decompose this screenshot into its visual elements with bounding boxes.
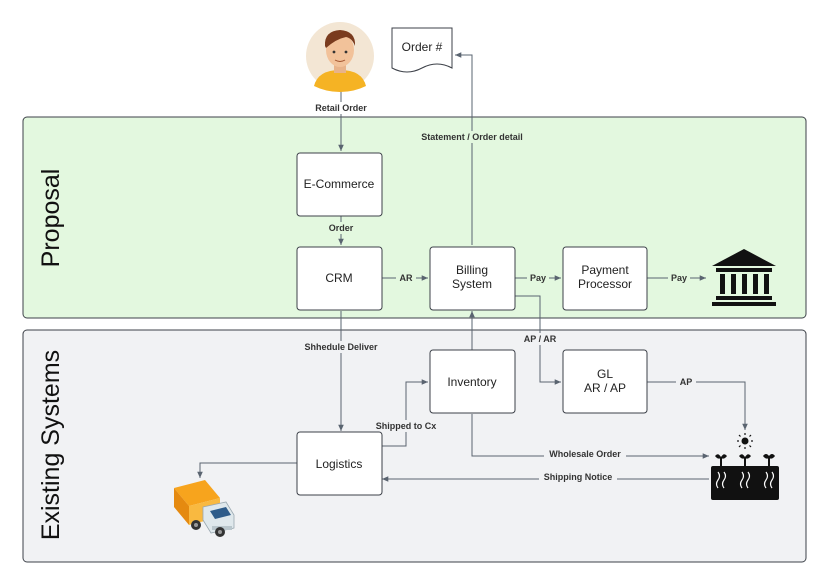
svg-text:Logistics: Logistics: [316, 457, 363, 471]
farm-supplier-icon: [711, 433, 779, 500]
svg-text:Retail Order: Retail Order: [315, 103, 367, 113]
svg-text:Pay: Pay: [671, 273, 687, 283]
svg-text:Shipping Notice: Shipping Notice: [544, 472, 613, 482]
document-icon[interactable]: Order #: [391, 27, 453, 73]
svg-text:Billing: Billing: [456, 263, 488, 277]
node-crm[interactable]: CRM: [296, 246, 383, 311]
edge-logistics-truck: [197, 462, 297, 478]
svg-text:Pay: Pay: [530, 273, 546, 283]
edge-label-pay-processor: Pay: [527, 272, 549, 284]
svg-text:Payment: Payment: [581, 263, 629, 277]
edge-statement: [455, 52, 473, 245]
svg-text:AR: AR: [400, 273, 413, 283]
edge-label-statement: Statement / Order detail: [415, 131, 529, 143]
node-inventory[interactable]: Inventory: [429, 349, 516, 414]
proposal-region: [22, 116, 807, 319]
node-payment-processor[interactable]: Payment Processor: [562, 246, 648, 311]
svg-text:Order #: Order #: [402, 40, 443, 54]
edge-label-ap-ar: AP / AR: [520, 333, 560, 345]
edge-label-retail-order: Retail Order: [307, 102, 375, 114]
svg-text:Order: Order: [329, 223, 354, 233]
svg-text:Statement / Order detail: Statement / Order detail: [421, 132, 523, 142]
edge-label-pay-bank: Pay: [668, 272, 690, 284]
svg-text:System: System: [452, 277, 492, 291]
edge-label-ar: AR: [396, 272, 416, 284]
edge-label-order: Order: [325, 222, 357, 234]
existing-systems-region-label: Existing Systems: [37, 350, 65, 540]
svg-text:Wholesale Order: Wholesale Order: [549, 449, 621, 459]
existing-systems-region: [22, 329, 807, 563]
svg-text:Processor: Processor: [578, 277, 632, 291]
svg-text:CRM: CRM: [325, 271, 352, 285]
edge-wholesale-order: [471, 414, 709, 459]
edge-label-ap: AP: [676, 376, 696, 388]
node-logistics[interactable]: Logistics: [296, 431, 383, 496]
svg-text:AP: AP: [680, 377, 693, 387]
edge-label-shipping-notice: Shipping Notice: [539, 471, 617, 483]
node-billing-system[interactable]: Billing System: [429, 246, 516, 311]
svg-text:AP / AR: AP / AR: [524, 334, 557, 344]
node-gl[interactable]: GL AR / AP: [562, 349, 648, 414]
edge-shipped-to-cx: [382, 379, 428, 447]
bank-icon: [712, 249, 776, 306]
proposal-region-label: Proposal: [37, 169, 65, 268]
svg-text:GL: GL: [597, 367, 613, 381]
svg-text:Shhedule Deliver: Shhedule Deliver: [304, 342, 378, 352]
edge-label-wholesale-order: Wholesale Order: [544, 448, 626, 460]
edge-label-schedule-deliver: Shhedule Deliver: [300, 341, 382, 353]
svg-text:E-Commerce: E-Commerce: [304, 177, 375, 191]
node-ecommerce[interactable]: E-Commerce: [296, 152, 383, 217]
delivery-truck-icon: [174, 480, 235, 537]
svg-text:Shipped to Cx: Shipped to Cx: [376, 421, 437, 431]
edge-label-shipped-to-cx: Shipped to Cx: [372, 420, 440, 432]
person-avatar-icon: [306, 22, 374, 92]
svg-text:AR / AP: AR / AP: [584, 381, 626, 395]
svg-text:Inventory: Inventory: [447, 375, 496, 389]
